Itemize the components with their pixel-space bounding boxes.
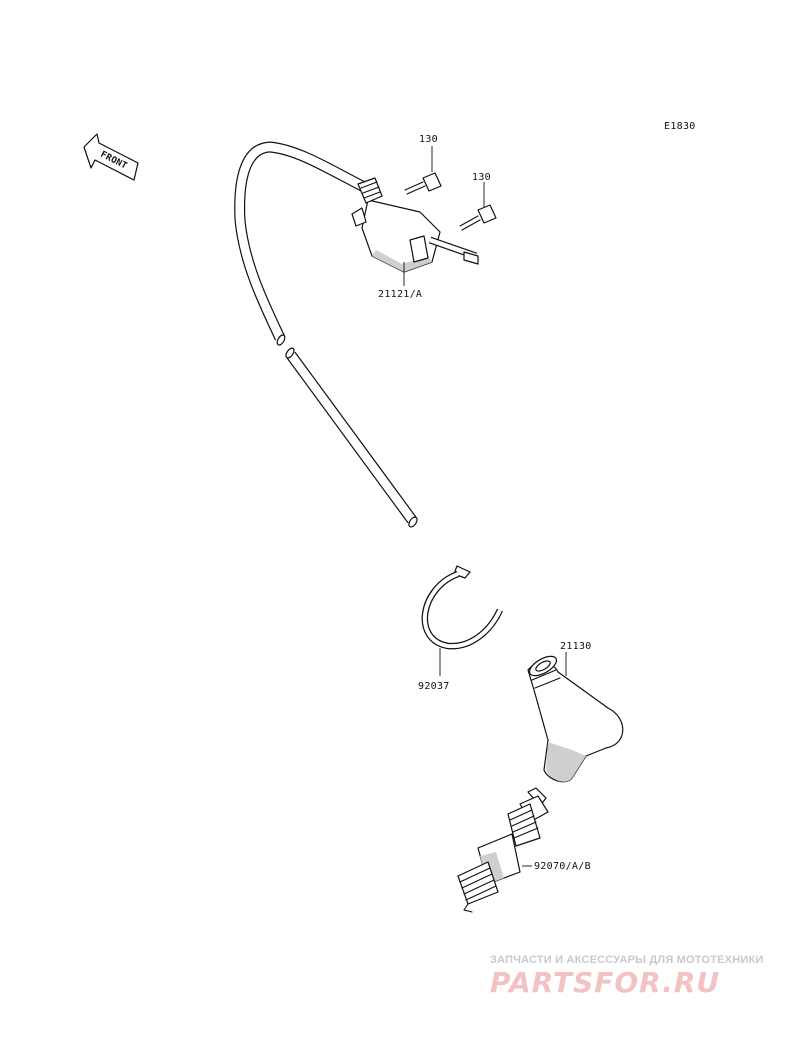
spark-plug: 92070/A/B bbox=[457, 787, 591, 913]
spark-plug-label: 92070/A/B bbox=[534, 861, 591, 872]
bolt-lower-label: 130 bbox=[472, 172, 491, 183]
plug-cap-label: 21130 bbox=[560, 641, 592, 652]
clamp: 92037 bbox=[418, 565, 503, 692]
watermark: ЗАПЧАСТИ И АКСЕССУАРЫ ДЛЯ МОТОТЕХНИКИ PA… bbox=[490, 954, 763, 999]
high-tension-lead bbox=[234, 141, 418, 528]
ignition-coil bbox=[351, 177, 479, 273]
clamp-label: 92037 bbox=[418, 681, 450, 692]
watermark-brand: PARTSFOR.RU bbox=[490, 966, 720, 999]
front-direction-arrow-icon: FRONT bbox=[83, 133, 139, 181]
ignition-coil-label: 21121/A bbox=[378, 289, 422, 300]
bolt-upper: 130 bbox=[404, 134, 442, 195]
bolt-lower: 130 bbox=[459, 172, 497, 231]
plug-cap: 21130 bbox=[527, 641, 624, 783]
bolt-upper-label: 130 bbox=[419, 134, 438, 145]
watermark-tagline: ЗАПЧАСТИ И АКСЕССУАРЫ ДЛЯ МОТОТЕХНИКИ bbox=[490, 954, 763, 966]
diagram-code: E1830 bbox=[664, 121, 696, 132]
